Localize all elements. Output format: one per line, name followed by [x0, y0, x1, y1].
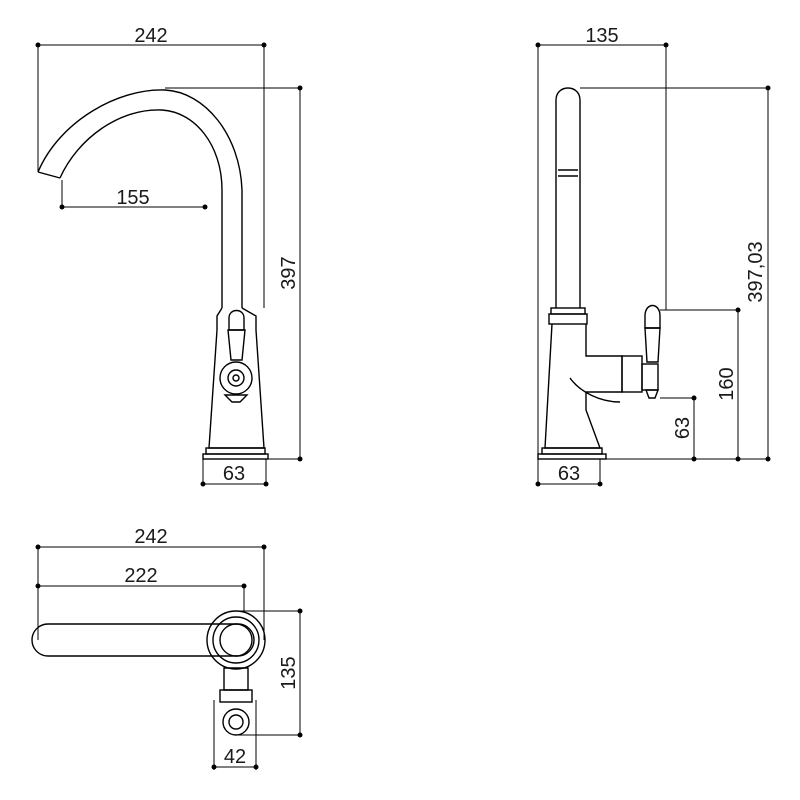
side-dim-handle-low: 63 — [660, 395, 697, 462]
front-dim-base: 63 — [200, 459, 269, 487]
top-handle-label: 42 — [224, 746, 246, 768]
front-dim-reach: 155 — [59, 180, 208, 210]
side-base-label: 63 — [558, 463, 580, 485]
side-dim-depth: 135 — [535, 25, 669, 459]
front-base-label: 63 — [223, 463, 245, 485]
front-faucet-outline — [37, 89, 269, 460]
side-faucet-outline — [537, 87, 661, 460]
top-depth-label: 135 — [278, 656, 300, 689]
side-dim-height: 397,03 — [580, 85, 771, 462]
side-dim-base: 63 — [535, 459, 603, 487]
top-view: 242 222 135 42 — [31, 526, 303, 770]
side-depth-label: 135 — [585, 25, 618, 47]
side-view: 135 397,03 160 63 — [535, 25, 771, 487]
top-dim-handle: 42 — [211, 700, 259, 770]
side-handle-height-label: 160 — [716, 367, 738, 400]
side-height-label: 397,03 — [745, 241, 767, 302]
top-faucet-outline — [31, 610, 266, 736]
front-reach-label: 155 — [116, 187, 149, 209]
side-dim-handle-height: 160 — [660, 307, 741, 462]
front-dim-height: 397 — [165, 85, 303, 462]
front-dim-width: 242 — [35, 25, 267, 308]
front-height-label: 397 — [278, 256, 300, 289]
front-width-label: 242 — [134, 25, 167, 47]
top-dim-spout: 222 — [35, 565, 247, 612]
side-handle-low-label: 63 — [672, 417, 694, 439]
top-dim-depth: 135 — [236, 608, 303, 738]
front-view: 242 155 397 63 — [35, 25, 303, 487]
top-dim-width: 242 — [35, 526, 267, 640]
top-width-label: 242 — [134, 526, 167, 548]
top-spout-label: 222 — [124, 565, 157, 587]
